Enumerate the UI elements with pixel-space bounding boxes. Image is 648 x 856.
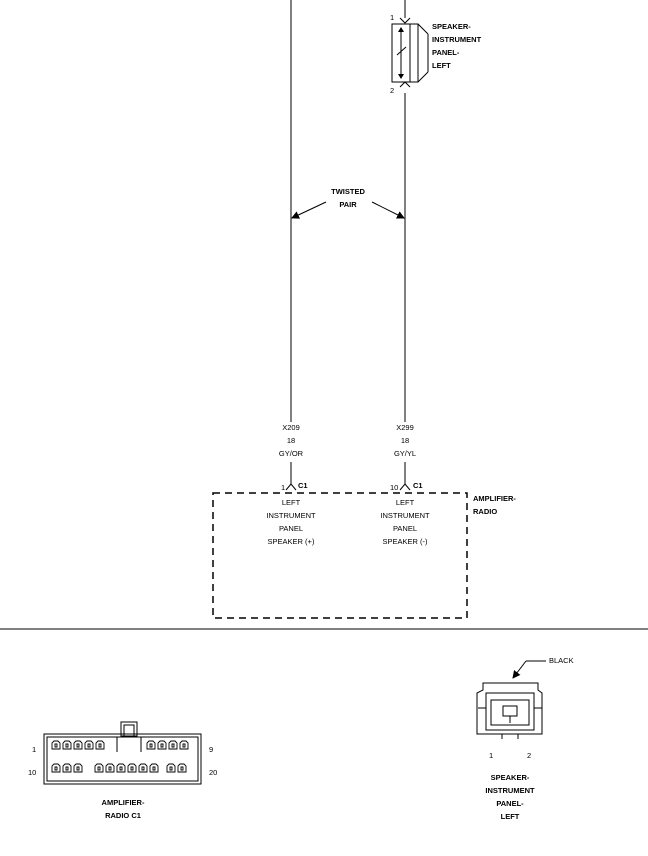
c1-cavity-top-1 xyxy=(51,740,61,750)
c1-connector-face xyxy=(43,721,202,785)
wire-right-gauge: 18 xyxy=(401,436,409,445)
left-func-1: LEFT xyxy=(282,498,301,507)
c1-cavity-bottom-20 xyxy=(177,763,187,773)
c1-cavity-bottom-19 xyxy=(166,763,176,773)
c1-cavity-bottom-13 xyxy=(94,763,104,773)
c1-cavity-bottom-10 xyxy=(51,763,61,773)
right-func-4: SPEAKER (-) xyxy=(382,537,428,546)
c1-cavity-bottom-11 xyxy=(62,763,72,773)
terminal-left-pin: 1 xyxy=(281,483,285,492)
speaker-conn-caption-3: PANEL- xyxy=(496,799,524,808)
terminal-left-c1 xyxy=(285,483,297,491)
c1-cavity-top-3 xyxy=(73,740,83,750)
c1-pin-10: 10 xyxy=(28,768,36,777)
left-func-2: INSTRUMENT xyxy=(266,511,316,520)
c1-cavity-top-8 xyxy=(168,740,178,750)
c1-caption-1: AMPLIFIER- xyxy=(102,798,145,807)
speaker-connector-color: BLACK xyxy=(549,656,574,665)
wire-left-gauge: 18 xyxy=(287,436,295,445)
c1-cavity-top-2 xyxy=(62,740,72,750)
twisted-pair-arrow-right xyxy=(371,201,405,219)
c1-cavity-bottom-16 xyxy=(127,763,137,773)
c1-cavity-top-7 xyxy=(157,740,167,750)
c1-cavity-bottom-18 xyxy=(149,763,159,773)
twisted-pair-arrow-left xyxy=(291,201,327,219)
speaker-label-4: LEFT xyxy=(432,61,451,70)
amplifier-name-2: RADIO xyxy=(473,507,497,516)
left-func-4: SPEAKER (+) xyxy=(268,537,315,546)
terminal-right-pin: 10 xyxy=(390,483,398,492)
c1-cavity-top-5 xyxy=(95,740,105,750)
speaker-component xyxy=(391,17,429,88)
left-func-3: PANEL xyxy=(279,524,303,533)
right-func-3: PANEL xyxy=(393,524,417,533)
speaker-label-2: INSTRUMENT xyxy=(432,35,482,44)
c1-cavity-bottom-12 xyxy=(73,763,83,773)
c1-pin-9: 9 xyxy=(209,745,213,754)
wire-left-color: GY/OR xyxy=(279,449,304,458)
c1-cavity-bottom-15 xyxy=(116,763,126,773)
black-arrow xyxy=(512,660,527,679)
c1-caption-2: RADIO C1 xyxy=(105,811,141,820)
speaker-conn-caption-4: LEFT xyxy=(501,812,520,821)
amplifier-radio-box xyxy=(212,492,468,619)
wire-right-color: GY/YL xyxy=(394,449,416,458)
speaker-conn-pin-1: 1 xyxy=(489,751,493,760)
right-func-1: LEFT xyxy=(396,498,415,507)
c1-cavity-bottom-17 xyxy=(138,763,148,773)
amplifier-name-1: AMPLIFIER- xyxy=(473,494,516,503)
speaker-label-3: PANEL- xyxy=(432,48,460,57)
speaker-pin-bottom: 2 xyxy=(390,86,394,95)
terminal-left-conn: C1 xyxy=(298,481,308,490)
c1-cavity-bottom-14 xyxy=(105,763,115,773)
c1-cavity-top-9 xyxy=(179,740,189,750)
twisted-pair-label-2: PAIR xyxy=(339,200,357,209)
c1-cavity-top-6 xyxy=(146,740,156,750)
speaker-connector-face xyxy=(476,682,543,739)
wire-left-circuit: X209 xyxy=(282,423,300,432)
terminal-right-c1 xyxy=(399,483,411,491)
twisted-pair-label-1: TWISTED xyxy=(331,187,365,196)
c1-pin-1: 1 xyxy=(32,745,36,754)
right-func-2: INSTRUMENT xyxy=(380,511,430,520)
c1-cavity-top-4 xyxy=(84,740,94,750)
terminal-right-conn: C1 xyxy=(413,481,423,490)
speaker-label-1: SPEAKER- xyxy=(432,22,471,31)
speaker-pin-top: 1 xyxy=(390,13,394,22)
speaker-conn-caption-1: SPEAKER- xyxy=(491,773,530,782)
wire-right-circuit: X299 xyxy=(396,423,414,432)
c1-pin-20: 20 xyxy=(209,768,217,777)
speaker-conn-caption-2: INSTRUMENT xyxy=(485,786,535,795)
speaker-conn-pin-2: 2 xyxy=(527,751,531,760)
